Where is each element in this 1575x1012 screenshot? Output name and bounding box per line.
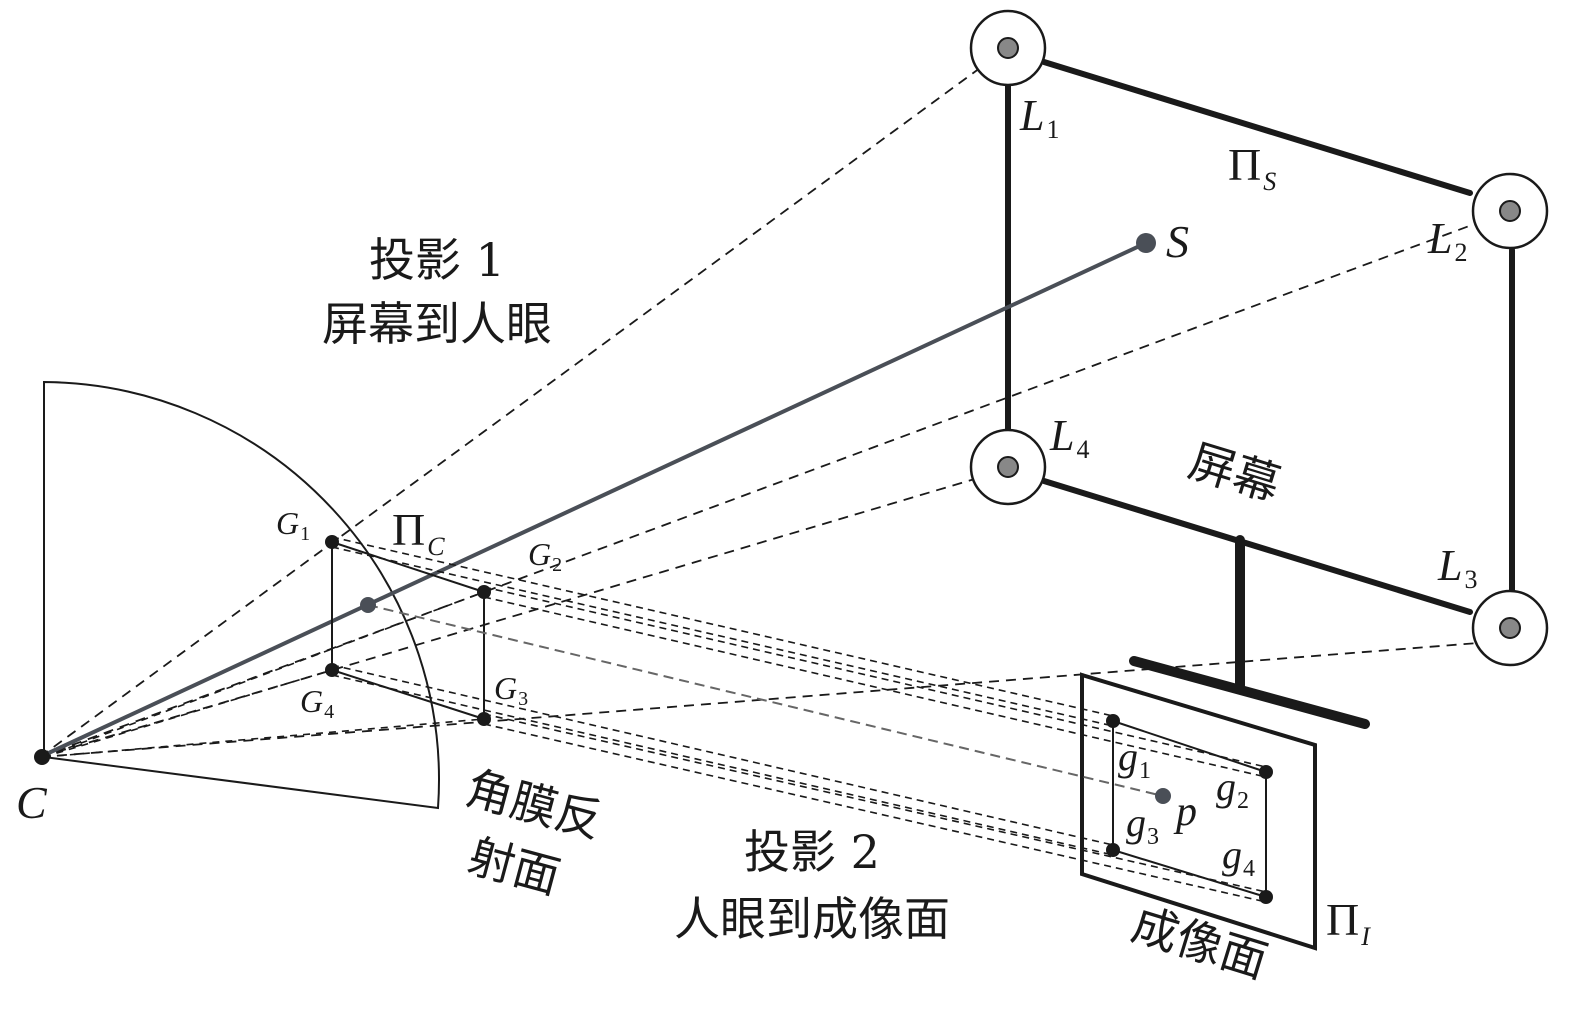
screen-frame — [1005, 59, 1515, 615]
point-g1 — [1106, 714, 1120, 728]
point-G2 — [477, 585, 491, 599]
label-C: C — [16, 777, 48, 828]
label-cornea-line2: 射面 — [463, 829, 566, 905]
label-plane-I: ΠI — [1326, 894, 1371, 951]
projection-2-rays — [331, 536, 1267, 903]
label-plane-C: ΠC — [392, 504, 445, 561]
point-g3 — [1106, 843, 1120, 857]
label-G3: G3 — [494, 670, 528, 710]
label-L1: L1 — [1019, 91, 1059, 144]
light-source-L2 — [1471, 172, 1549, 250]
cornea-glint-rays — [43, 591, 485, 758]
label-G1: G1 — [276, 505, 310, 545]
label-screen: 屏幕 — [1183, 433, 1287, 512]
pupil-projection-ray — [367, 604, 1164, 797]
screen-stand — [1129, 535, 1370, 729]
light-source-L4 — [969, 428, 1047, 506]
image-glint-quad — [1112, 720, 1267, 898]
image-plane — [1080, 672, 1317, 951]
label-projection-2-title: 投影 2 — [744, 825, 880, 879]
cornea-surface — [43, 380, 440, 810]
point-G1 — [325, 535, 339, 549]
label-plane-S: ΠS — [1228, 139, 1276, 196]
label-p: p — [1173, 789, 1197, 835]
light-source-L1 — [969, 9, 1047, 87]
label-L3: L3 — [1437, 541, 1477, 594]
label-L4: L4 — [1049, 411, 1089, 464]
gaze-line — [39, 241, 1147, 759]
point-C — [34, 749, 50, 765]
label-G4: G4 — [300, 683, 334, 723]
label-G2: G2 — [528, 536, 562, 576]
point-p — [1155, 788, 1171, 804]
light-source-L3 — [1471, 589, 1549, 667]
label-g2: g2 — [1216, 764, 1249, 814]
point-g4 — [1259, 890, 1273, 904]
point-G3 — [477, 712, 491, 726]
point-S — [1136, 233, 1156, 253]
label-g1: g1 — [1118, 734, 1151, 784]
point-G4 — [325, 663, 339, 677]
label-g4: g4 — [1222, 832, 1255, 882]
label-projection-1-desc: 屏幕到人眼 — [322, 297, 552, 351]
label-S: S — [1166, 216, 1189, 267]
label-projection-2-desc: 人眼到成像面 — [674, 892, 950, 946]
point-g2 — [1259, 765, 1273, 779]
point-pupil — [360, 597, 376, 613]
corneal-plane — [331, 541, 485, 720]
label-L2: L2 — [1427, 214, 1467, 267]
label-projection-1-title: 投影 1 — [369, 233, 505, 287]
label-g3: g3 — [1126, 800, 1159, 850]
